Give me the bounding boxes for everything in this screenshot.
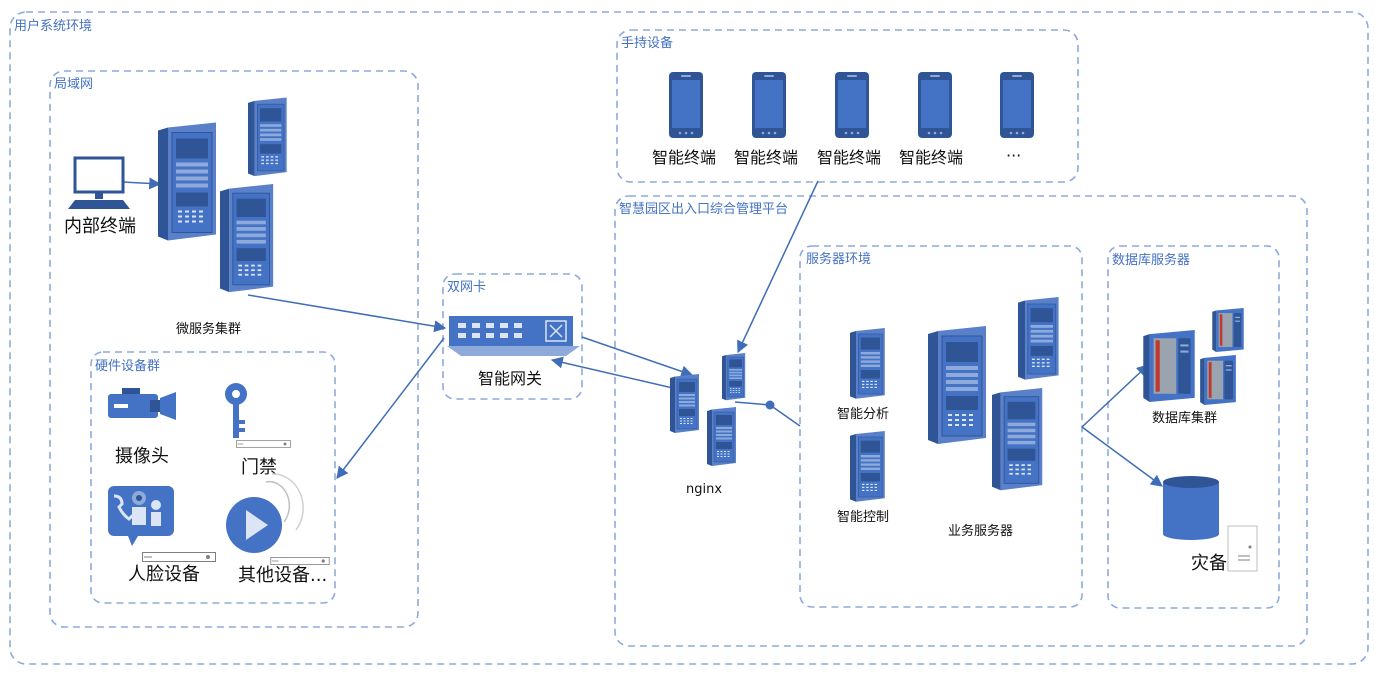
db-cluster-icon (1143, 330, 1195, 402)
cluster-to-gateway-arrow (247, 294, 447, 333)
phone-icon (752, 72, 786, 138)
access-controller-icon (236, 440, 291, 448)
business-server-label: 业务服务器 (948, 523, 1013, 539)
server-to-dbcluster-arrow (1081, 364, 1149, 428)
terminal-to-cluster-arrow (122, 177, 162, 190)
dual-nic-group (442, 273, 583, 400)
play-icon (226, 473, 304, 553)
db-servers-group (1107, 245, 1280, 609)
server-to-backup-arrow (1081, 426, 1163, 487)
user-env-label: 用户系统环境 (14, 18, 92, 34)
other-devices-label: 其他设备... (238, 565, 327, 586)
junction-dot (765, 400, 775, 410)
camera-label: 摄像头 (115, 446, 169, 467)
handheld-to-nginx-arrow (737, 180, 819, 354)
analysis-server-icon (850, 328, 886, 400)
platform-label: 智慧园区出入口综合管理平台 (619, 201, 788, 217)
smart-gateway-label: 智能网关 (478, 369, 542, 388)
lan-group (49, 70, 419, 628)
db-servers-label: 数据库服务器 (1112, 252, 1190, 268)
dual-nic-label: 双网卡 (447, 280, 486, 295)
disaster-backup-label: 灾备 (1191, 553, 1227, 574)
handheld-label: 手持设备 (621, 35, 673, 51)
face-device-label: 人脸设备 (128, 564, 200, 585)
microservice-server-icon (158, 121, 217, 242)
handheld-terminal-label: 智能终端 (652, 148, 716, 167)
db-cluster-icon (1212, 308, 1244, 352)
nginx-server-icon (722, 352, 746, 401)
smart-control-label: 智能控制 (837, 510, 889, 525)
camera-icon (108, 388, 176, 420)
db-cluster-icon (1200, 355, 1236, 405)
nginx-label: nginx (686, 482, 722, 497)
nginx-server-icon (670, 373, 700, 434)
handheld-terminal-label: 智能终端 (817, 148, 881, 167)
handheld-terminal-label: 智能终端 (899, 148, 963, 167)
hardware-label: 硬件设备群 (95, 358, 160, 374)
smart-analysis-label: 智能分析 (837, 407, 889, 422)
gateway-to-hardware-arrow (336, 337, 445, 479)
face-controller-icon (142, 552, 216, 562)
key-icon (225, 383, 247, 438)
phone-icon (918, 72, 952, 138)
face-device-icon (108, 486, 174, 546)
other-controller-icon (270, 557, 330, 565)
nginx-server-icon (707, 406, 737, 467)
database-cylinder-icon (1163, 476, 1219, 540)
nginx-to-gateway-arrow (550, 356, 691, 393)
backup-device-icon (1227, 525, 1258, 572)
business-server-icon (992, 387, 1043, 491)
handheld-group (616, 29, 1079, 183)
access-control-label: 门禁 (241, 457, 277, 478)
business-server-icon (928, 325, 987, 445)
internal-terminal-label: 内部终端 (64, 216, 136, 237)
db-cluster-label: 数据库集群 (1152, 410, 1217, 426)
hardware-group (90, 351, 336, 604)
business-server-icon (1018, 296, 1059, 380)
microservice-server-icon (220, 183, 274, 293)
microservice-server-icon (248, 97, 288, 177)
control-server-icon (850, 430, 886, 503)
microservice-cluster-label: 微服务集群 (176, 321, 241, 337)
lan-label: 局域网 (54, 77, 93, 92)
phone-icon (669, 72, 703, 138)
phone-icon (1000, 72, 1034, 138)
user-env-group (9, 11, 1369, 665)
phone-icon (835, 72, 869, 138)
gateway-to-nginx-arrow (581, 336, 694, 378)
server-env-label: 服务器环境 (806, 251, 871, 267)
computer-icon (68, 156, 130, 209)
switch-icon (447, 316, 580, 356)
handheld-terminal-label: ··· (1006, 146, 1021, 165)
handheld-terminal-label: 智能终端 (734, 148, 798, 167)
